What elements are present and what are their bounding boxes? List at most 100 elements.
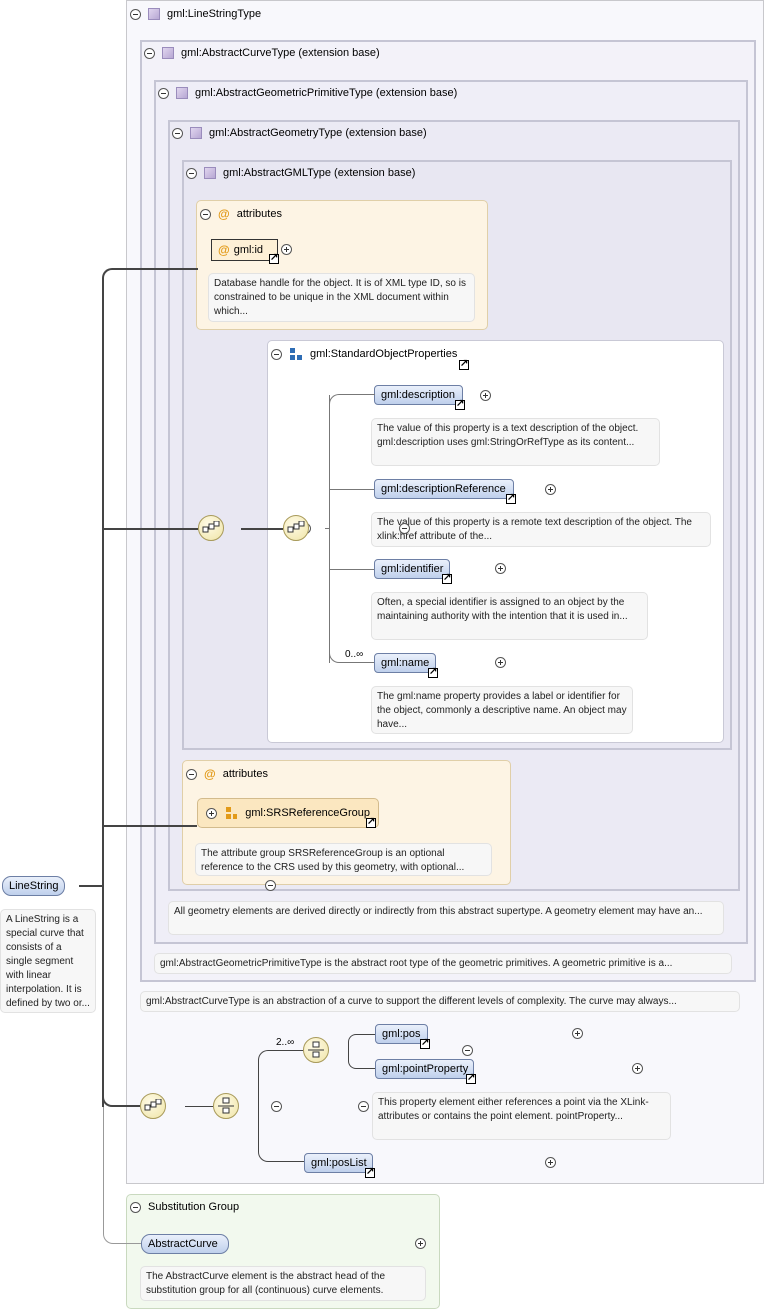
collapse-icon[interactable] <box>461 1045 473 1056</box>
complex-type-icon <box>162 47 174 59</box>
collapse-icon[interactable] <box>158 87 169 99</box>
collapse-icon[interactable] <box>144 47 155 59</box>
description-reference-doc: The value of this property is a remote t… <box>371 512 711 547</box>
abstract-curve-type-header[interactable]: gml:AbstractCurveType (extension base) <box>144 47 380 59</box>
substitution-group-header[interactable]: Substitution Group <box>130 1201 239 1213</box>
expand-icon[interactable] <box>495 657 507 668</box>
description-element[interactable]: gml:description <box>374 385 463 405</box>
complex-type-icon <box>190 127 202 139</box>
linestring-type-header[interactable]: gml:LineStringType <box>130 8 261 20</box>
connector-line <box>325 528 330 529</box>
pos-element[interactable]: gml:pos <box>375 1024 428 1044</box>
sequence-compositor-1[interactable] <box>198 515 224 541</box>
choice-compositor-1[interactable] <box>213 1093 239 1119</box>
name-element[interactable]: gml:name <box>374 653 436 673</box>
sequence-compositor-2[interactable] <box>283 515 309 541</box>
pos-list-label: gml:posList <box>311 1157 367 1169</box>
srs-attributes-header[interactable]: @ attributes <box>186 767 268 781</box>
name-doc: The gml:name property provides a label o… <box>371 686 633 734</box>
group-branch-line <box>329 395 330 663</box>
reference-link-icon[interactable] <box>365 1166 375 1178</box>
reference-link-icon[interactable] <box>428 666 438 678</box>
collapse-icon[interactable] <box>271 348 282 360</box>
collapse-icon[interactable] <box>130 8 141 20</box>
collapse-icon[interactable] <box>264 880 276 891</box>
connector-to-sequence <box>102 528 198 530</box>
point-property-label: gml:pointProperty <box>382 1063 469 1075</box>
reference-link-icon[interactable] <box>366 816 376 828</box>
gml-id-attribute[interactable]: @ gml:id <box>211 239 278 261</box>
linestring-root-element[interactable]: LineString <box>2 876 65 896</box>
gml-id-label: gml:id <box>233 244 264 256</box>
abstract-primitive-type-header[interactable]: gml:AbstractGeometricPrimitiveType (exte… <box>158 87 457 99</box>
collapse-icon[interactable] <box>186 768 197 780</box>
expand-icon[interactable] <box>495 563 507 574</box>
complex-type-icon <box>204 167 216 179</box>
attribute-icon: @ <box>218 243 230 257</box>
expand-icon[interactable] <box>414 1238 426 1249</box>
pos-label: gml:pos <box>382 1028 421 1040</box>
collapse-icon[interactable] <box>172 127 183 139</box>
abstract-curve-label: AbstractCurve <box>148 1238 218 1250</box>
reference-link-icon[interactable] <box>466 1072 476 1084</box>
substitution-group-title: Substitution Group <box>148 1201 240 1213</box>
reference-link-icon[interactable] <box>269 252 279 264</box>
expand-icon[interactable] <box>544 1157 556 1168</box>
collapse-icon[interactable] <box>186 167 197 179</box>
branch-name <box>329 653 374 663</box>
collapse-icon[interactable] <box>130 1201 141 1213</box>
inner-branch-lines <box>348 1034 376 1069</box>
reference-link-icon[interactable] <box>420 1037 430 1049</box>
expand-icon[interactable] <box>206 807 217 819</box>
sequence-compositor-3[interactable] <box>140 1093 166 1119</box>
collapse-icon[interactable] <box>200 208 211 220</box>
collapse-icon[interactable] <box>357 1101 369 1112</box>
expand-icon[interactable] <box>571 1028 583 1039</box>
srs-reference-group[interactable]: gml:SRSReferenceGroup <box>197 798 379 828</box>
connector-to-srs <box>102 825 197 827</box>
group-icon <box>290 348 302 360</box>
expand-icon[interactable] <box>545 484 557 495</box>
identifier-label: gml:identifier <box>381 563 444 575</box>
reference-link-icon[interactable] <box>442 572 452 584</box>
abstract-gml-type-label: gml:AbstractGMLType (extension base) <box>223 167 416 179</box>
expand-icon[interactable] <box>631 1063 643 1074</box>
attribute-group-icon <box>226 807 238 819</box>
branch-identifier <box>329 569 374 570</box>
gml-id-doc: Database handle for the object. It is of… <box>208 273 475 322</box>
expand-icon[interactable] <box>281 244 292 255</box>
primitive-type-doc: gml:AbstractGeometricPrimitiveType is th… <box>154 953 732 974</box>
attributes-header[interactable]: @ attributes <box>200 207 282 221</box>
curve-type-doc: gml:AbstractCurveType is an abstraction … <box>140 991 740 1012</box>
abstract-geometry-type-header[interactable]: gml:AbstractGeometryType (extension base… <box>172 127 427 139</box>
choice-icon <box>308 1041 324 1058</box>
abstract-gml-type-header[interactable]: gml:AbstractGMLType (extension base) <box>186 167 415 179</box>
reference-link-icon[interactable] <box>459 358 469 370</box>
connector-to-content <box>102 1094 140 1107</box>
point-property-element[interactable]: gml:pointProperty <box>375 1059 474 1079</box>
identifier-element[interactable]: gml:identifier <box>374 559 450 579</box>
collapse-icon[interactable] <box>399 523 411 534</box>
main-spine-line <box>102 268 198 1107</box>
sequence-icon <box>287 521 305 533</box>
attribute-icon: @ <box>218 207 230 221</box>
connector-line <box>241 528 283 530</box>
abstract-curve-type-label: gml:AbstractCurveType (extension base) <box>181 47 380 59</box>
description-label: gml:description <box>381 389 455 401</box>
pos-list-element[interactable]: gml:posList <box>304 1153 373 1173</box>
choice-branch-lines <box>258 1050 304 1162</box>
attributes-label: attributes <box>236 208 282 220</box>
reference-link-icon[interactable] <box>455 398 465 410</box>
standard-object-properties-header[interactable]: gml:StandardObjectProperties <box>271 347 457 361</box>
reference-link-icon[interactable] <box>506 492 516 504</box>
linestring-label: LineString <box>9 880 59 892</box>
name-label: gml:name <box>381 657 430 669</box>
abstract-primitive-type-label: gml:AbstractGeometricPrimitiveType (exte… <box>195 87 458 99</box>
description-reference-element[interactable]: gml:descriptionReference <box>374 479 514 499</box>
collapse-icon[interactable] <box>271 1101 283 1112</box>
choice-compositor-2[interactable] <box>303 1037 329 1063</box>
abstract-geometry-type-label: gml:AbstractGeometryType (extension base… <box>209 127 427 139</box>
abstract-curve-element[interactable]: AbstractCurve <box>141 1234 229 1254</box>
srs-doc: The attribute group SRSReferenceGroup is… <box>195 843 492 876</box>
expand-icon[interactable] <box>480 390 492 401</box>
